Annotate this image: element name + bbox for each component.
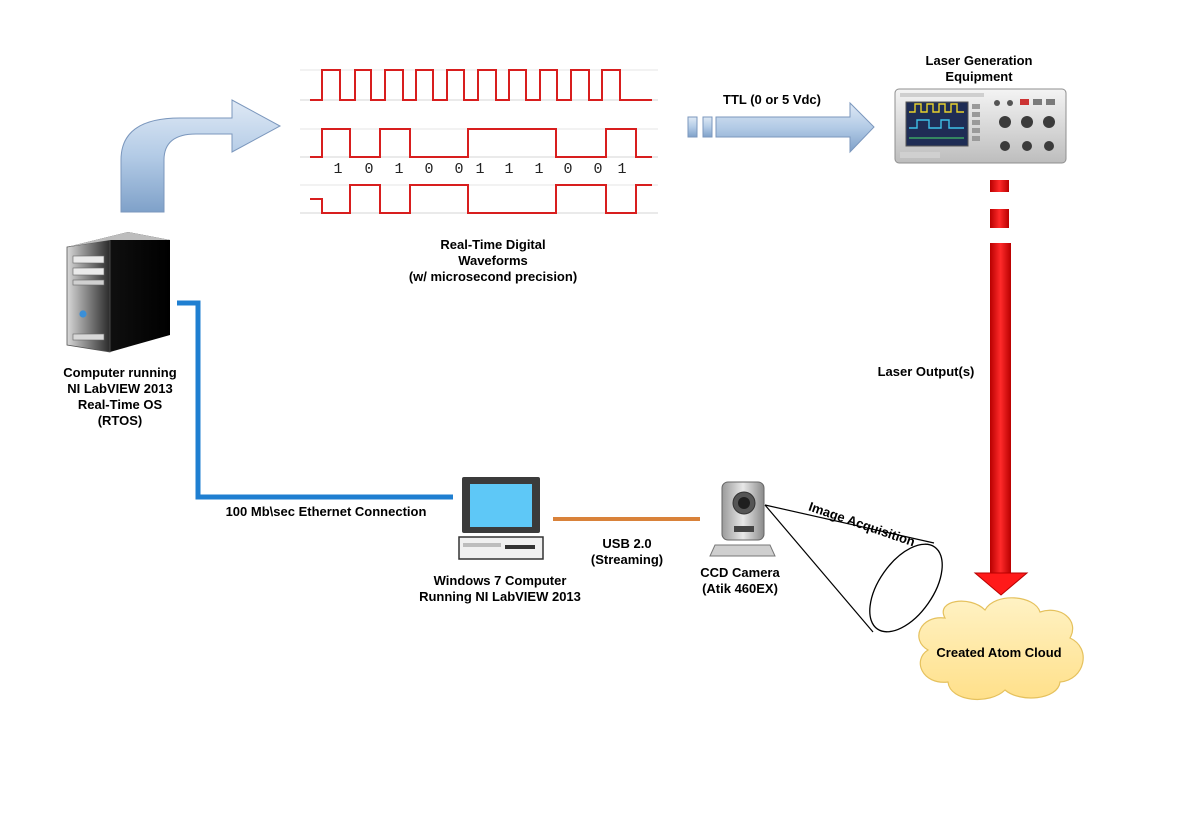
laser-equipment-label-line1: Laser Generation (925, 53, 1033, 68)
usb-label: USB 2.0 (Streaming) (572, 536, 682, 568)
waveforms-label-line1: Real-Time Digital (440, 237, 546, 252)
image-acquisition-cone (764, 504, 943, 633)
bit: 1 (475, 161, 485, 178)
waveforms-label: Real-Time Digital Waveforms (w/ microsec… (398, 237, 588, 285)
camera-label-line1: CCD Camera (700, 565, 780, 580)
ethernet-label: 100 Mb\sec Ethernet Connection (225, 504, 427, 519)
bit: 1 (394, 161, 404, 178)
camera-label-line2: (Atik 460EX) (702, 581, 778, 596)
digital-waveforms (300, 69, 658, 214)
bit: 1 (534, 161, 544, 178)
ethernet-cable (177, 300, 453, 500)
bit: 0 (454, 161, 464, 178)
rt-computer-label: Computer running NI LabVIEW 2013 Real-Ti… (40, 365, 200, 429)
bit: 1 (333, 161, 343, 178)
ttl-arrow (687, 101, 875, 154)
ccd-camera-icon (709, 481, 776, 557)
laser-equipment-label: Laser Generation Equipment (904, 53, 1054, 85)
laser-output-label: Laser Output(s) (877, 364, 975, 379)
windows-computer-label-line1: Windows 7 Computer (433, 573, 567, 588)
windows-computer-icon (458, 477, 544, 560)
usb-label-line2: (Streaming) (590, 552, 664, 567)
bit: 0 (593, 161, 603, 178)
laser-equipment-icon (894, 88, 1067, 164)
atom-cloud (918, 597, 1084, 701)
rt-computer-label-line3: Real-Time OS (77, 397, 163, 412)
laser-beam (973, 180, 1029, 596)
bit: 0 (424, 161, 434, 178)
ttl-label: TTL (0 or 5 Vdc) (723, 92, 821, 107)
camera-label: CCD Camera (Atik 460EX) (680, 565, 800, 597)
waveforms-label-line3: (w/ microsecond precision) (408, 269, 578, 284)
data-trace (310, 128, 652, 158)
rt-computer-label-line4: (RTOS) (97, 413, 143, 428)
bit: 0 (364, 161, 374, 178)
atom-cloud-label: Created Atom Cloud (936, 645, 1062, 660)
rt-computer-icon (66, 232, 170, 353)
curved-flow-arrow (120, 99, 282, 213)
waveforms-label-line2: Waveforms (458, 253, 528, 268)
windows-computer-label: Windows 7 Computer Running NI LabVIEW 20… (410, 573, 590, 605)
windows-computer-label-line2: Running NI LabVIEW 2013 (419, 589, 581, 604)
laser-equipment-label-line2: Equipment (945, 69, 1013, 84)
usb-label-line1: USB 2.0 (602, 536, 652, 551)
rt-computer-label-line2: NI LabVIEW 2013 (67, 381, 173, 396)
bit: 1 (617, 161, 627, 178)
bit: 1 (504, 161, 514, 178)
bit: 0 (563, 161, 573, 178)
inverted-data-trace (310, 184, 652, 214)
rt-computer-label-line1: Computer running (63, 365, 177, 380)
clock-trace (310, 69, 652, 101)
